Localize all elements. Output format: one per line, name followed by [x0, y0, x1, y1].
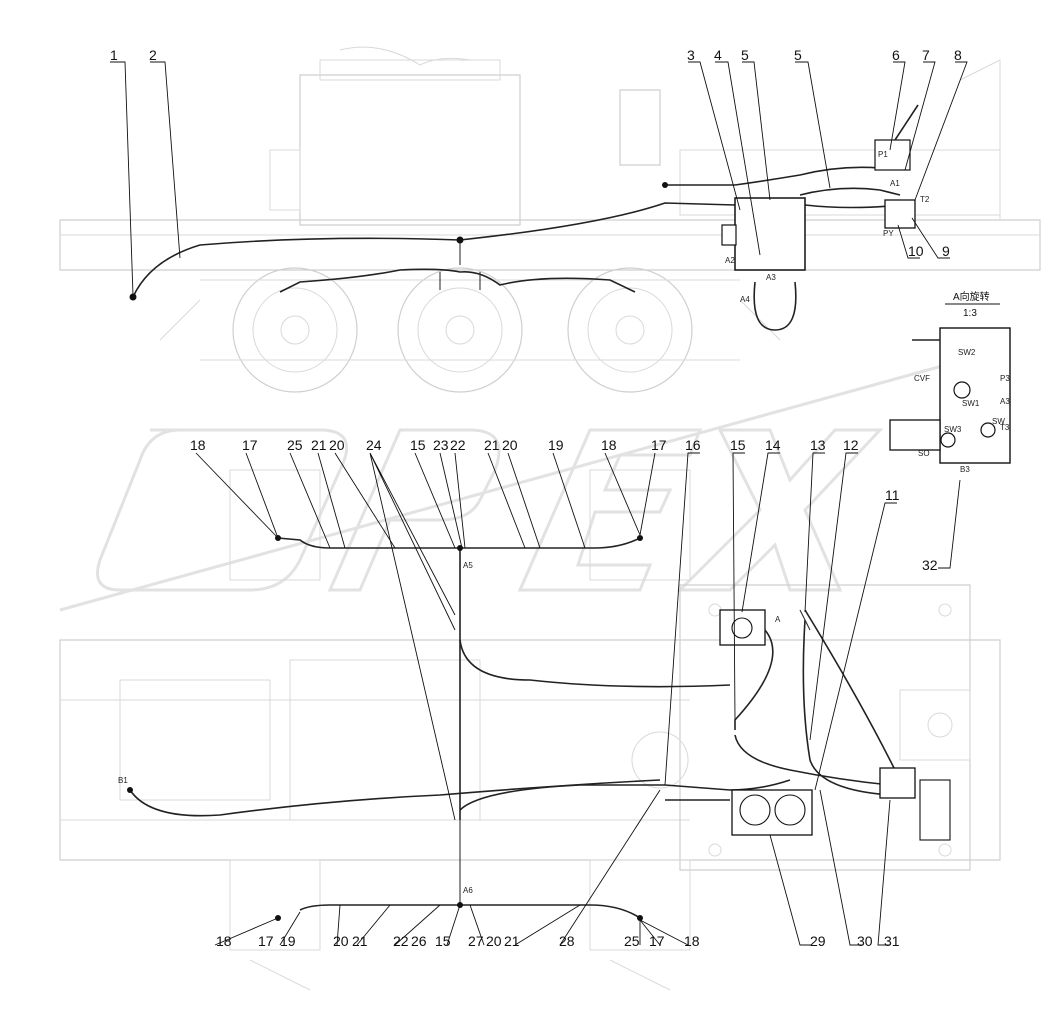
- svg-text:A2: A2: [725, 256, 735, 265]
- callout-17-lower-left: 17: [258, 933, 274, 949]
- callout-4: 4: [714, 47, 722, 63]
- svg-text:SW2: SW2: [958, 348, 976, 357]
- callout-15-upper: 15: [410, 437, 426, 453]
- callout-18-lower-right: 18: [684, 933, 700, 949]
- view-a-title: A向旋转: [953, 290, 990, 303]
- callout-21-upper-right: 21: [484, 437, 500, 453]
- svg-text:SW3: SW3: [944, 425, 962, 434]
- callout-27: 27: [468, 933, 484, 949]
- callout-11: 11: [885, 487, 900, 503]
- svg-text:T2: T2: [920, 195, 930, 204]
- callout-14: 14: [765, 437, 781, 453]
- callout-15-lower: 15: [435, 933, 451, 949]
- callout-32: 32: [922, 557, 938, 573]
- callout-2: 2: [149, 47, 157, 63]
- pump-and-valve-group: [664, 609, 951, 841]
- callout-9: 9: [942, 243, 950, 259]
- svg-text:SO: SO: [918, 449, 930, 458]
- svg-text:B1: B1: [118, 776, 128, 785]
- callout-29: 29: [810, 933, 826, 949]
- callout-18-upper-right: 18: [601, 437, 617, 453]
- callout-20-lower-left: 20: [333, 933, 349, 949]
- svg-text:T3: T3: [1000, 423, 1010, 432]
- svg-text:CVF: CVF: [914, 374, 930, 383]
- svg-text:SW: SW: [992, 417, 1005, 426]
- callout-21-lower-left: 21: [352, 933, 368, 949]
- svg-text:A5: A5: [463, 561, 473, 570]
- leader-lines: [110, 61, 968, 946]
- callout-17-upper-left: 17: [242, 437, 258, 453]
- callout-19-lower: 19: [280, 933, 296, 949]
- svg-text:A6: A6: [463, 886, 473, 895]
- callout-30: 30: [857, 933, 873, 949]
- callout-18-lower-left: 18: [216, 933, 232, 949]
- callout-10: 10: [908, 243, 924, 259]
- upper-chassis-outline: [59, 46, 1041, 393]
- svg-text:SW1: SW1: [962, 399, 980, 408]
- callout-25-lower: 25: [624, 933, 640, 949]
- callout-22-upper: 22: [450, 437, 466, 453]
- svg-text:A1: A1: [890, 179, 900, 188]
- callout-21-upper-left: 21: [311, 437, 327, 453]
- callout-31: 31: [884, 933, 900, 949]
- callout-12: 12: [843, 437, 859, 453]
- callout-23: 23: [433, 437, 449, 453]
- callout-6: 6: [892, 47, 900, 63]
- callout-5-second: 5: [794, 47, 802, 63]
- callout-15: 15: [730, 437, 746, 453]
- callout-20-upper-right: 20: [502, 437, 518, 453]
- lower-chassis-outline: [59, 469, 1001, 991]
- valve-31: [879, 767, 916, 799]
- callout-1: 1: [110, 47, 118, 63]
- view-a-scale: 1:3: [963, 308, 977, 319]
- callout-3: 3: [687, 47, 695, 63]
- callout-20-upper-left: 20: [329, 437, 345, 453]
- svg-text:P3: P3: [1000, 374, 1010, 383]
- svg-text:A3: A3: [1000, 397, 1010, 406]
- callout-17-upper-right: 17: [651, 437, 667, 453]
- callout-21-lower-right: 21: [504, 933, 520, 949]
- callout-13: 13: [810, 437, 826, 453]
- svg-text:B3: B3: [960, 465, 970, 474]
- callout-17-lower-right: 17: [649, 933, 665, 949]
- callout-20-lower-right: 20: [486, 933, 502, 949]
- callout-22-lower: 22: [393, 933, 409, 949]
- filter-unit-29: [731, 789, 813, 836]
- port-tags: A1 A2 A3 A4 A5 A6 P1 T2 PY B1 A: [118, 150, 930, 895]
- callout-8: 8: [954, 47, 962, 63]
- middle-axle-hose: [127, 535, 731, 921]
- callout-18-upper-left: 18: [190, 437, 206, 453]
- callout-25-upper: 25: [287, 437, 303, 453]
- callout-7: 7: [922, 47, 930, 63]
- upper-hose-routing: [129, 104, 919, 331]
- svg-text:A3: A3: [766, 273, 776, 282]
- callout-19-upper: 19: [548, 437, 564, 453]
- svg-text:PY: PY: [883, 229, 894, 238]
- callout-28: 28: [559, 933, 575, 949]
- svg-text:A: A: [775, 615, 781, 624]
- view-a-valve-block: A向旋转 1:3 SW2 CVF P3 SW1 A3 SW SW3 T3 SO …: [889, 290, 1011, 474]
- tank-block: [734, 197, 806, 271]
- svg-text:P1: P1: [878, 150, 888, 159]
- callout-26: 26: [411, 933, 427, 949]
- callout-numbers: 1 2 3 4 5 5 6 7 8 9 10 11 12 13 14 15 16…: [110, 47, 962, 949]
- callout-24: 24: [366, 437, 382, 453]
- callout-5: 5: [741, 47, 749, 63]
- watermark: [59, 348, 1001, 612]
- callout-16: 16: [685, 437, 701, 453]
- svg-text:A4: A4: [740, 295, 750, 304]
- motor-unit-14: [719, 609, 766, 646]
